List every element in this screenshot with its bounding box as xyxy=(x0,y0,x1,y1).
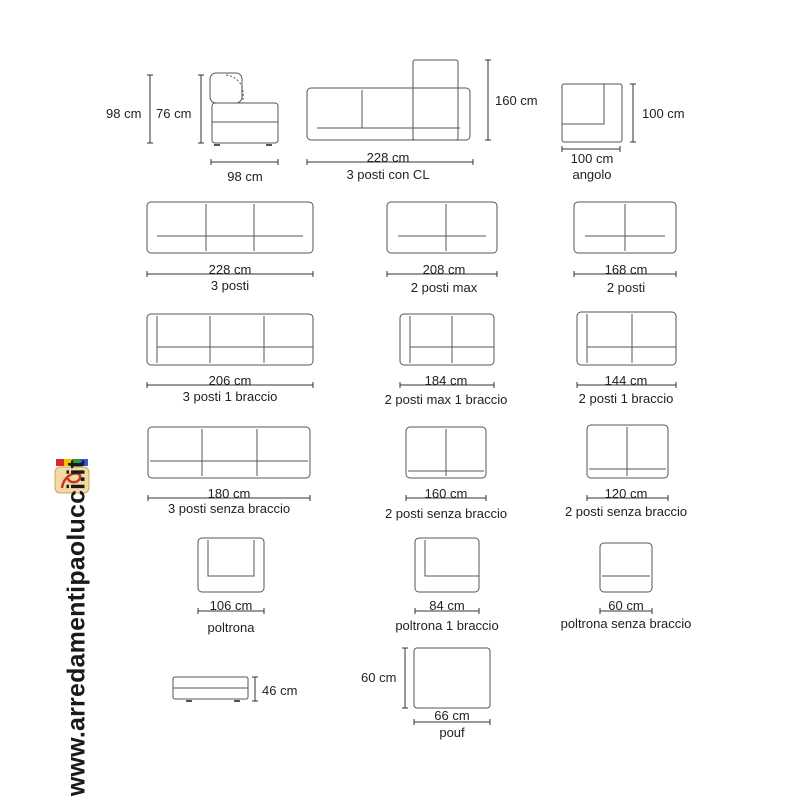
dim-width-3-posti: 228 cm xyxy=(208,262,252,277)
name-angolo: angolo xyxy=(572,167,612,182)
dim-width-3-posti-1-braccio: 206 cm xyxy=(208,373,252,388)
dim-height-pouf-side: 46 cm xyxy=(262,683,298,698)
name-2-posti-max: 2 posti max xyxy=(410,280,478,295)
dim-width-2-posti-max-1-braccio: 184 cm xyxy=(424,373,468,388)
dim-width-2-posti-1-braccio: 144 cm xyxy=(604,373,648,388)
name-3-posti-senza-braccio: 3 posti senza braccio xyxy=(167,501,291,516)
name-pouf: pouf xyxy=(439,725,465,740)
armchair-poltrona-1-braccio xyxy=(414,537,480,593)
sofa-2-posti-senza-braccio-120 xyxy=(586,424,669,479)
name-poltrona: poltrona xyxy=(207,620,255,635)
dim-width-2-posti-senza-braccio-160: 160 cm xyxy=(424,486,468,501)
website-watermark: www.arredamentipaolucci.it xyxy=(56,455,96,800)
sofa-3-posti xyxy=(146,201,314,254)
dim-width-angolo: 100 cm xyxy=(570,151,614,166)
name-3-posti-1-braccio: 3 posti 1 braccio xyxy=(182,389,278,404)
sofa-2-posti-max xyxy=(386,201,498,254)
dim-width-2-posti: 168 cm xyxy=(604,262,648,277)
name-2-posti-senza-braccio-160: 2 posti senza braccio xyxy=(384,506,508,521)
name-poltrona-1-braccio: poltrona 1 braccio xyxy=(395,618,499,633)
pouf-top-view xyxy=(413,647,491,709)
dim-width-poltrona-1-braccio: 84 cm xyxy=(429,598,465,613)
pouf-side-view xyxy=(172,676,249,702)
dim-height-total: 98 cm xyxy=(106,106,142,121)
brand-logo-icon xyxy=(54,459,90,494)
armchair-poltrona-senza-braccio xyxy=(599,542,653,593)
dim-height-3-posti-con-cl: 160 cm xyxy=(495,93,538,108)
chaise-side-view xyxy=(209,72,279,146)
dim-depth: 98 cm xyxy=(227,169,263,184)
sofa-3-posti-senza-braccio xyxy=(147,426,311,479)
sofa-3-posti-1-braccio xyxy=(146,313,314,366)
dim-depth-angolo: 100 cm xyxy=(642,106,685,121)
dim-width-2-posti-max: 208 cm xyxy=(422,262,466,277)
armchair-poltrona xyxy=(197,537,265,593)
dimension-lines xyxy=(146,59,677,725)
dim-width-3-posti-senza-braccio: 180 cm xyxy=(207,486,251,501)
name-3-posti: 3 posti xyxy=(210,278,250,293)
sofa-2-posti-max-1-braccio xyxy=(399,313,495,366)
sofa-2-posti xyxy=(573,201,677,254)
name-2-posti-max-1-braccio: 2 posti max 1 braccio xyxy=(384,392,508,407)
dim-width-poltrona-senza-braccio: 60 cm xyxy=(608,598,644,613)
dim-seat-height: 76 cm xyxy=(156,106,192,121)
sofa-2-posti-senza-braccio-160 xyxy=(405,426,487,479)
name-2-posti: 2 posti xyxy=(606,280,646,295)
dim-width-2-posti-senza-braccio-120: 120 cm xyxy=(604,486,648,501)
dim-depth-pouf: 60 cm xyxy=(361,670,397,685)
sofa-2-posti-1-braccio xyxy=(576,311,677,366)
dim-width-pouf: 66 cm xyxy=(434,708,470,723)
sofa-3-posti-con-cl xyxy=(306,59,471,141)
dim-width-3-posti-con-cl: 228 cm xyxy=(366,150,410,165)
sofa-angolo xyxy=(561,83,623,143)
name-poltrona-senza-braccio: poltrona senza braccio xyxy=(560,616,692,631)
name-2-posti-1-braccio: 2 posti 1 braccio xyxy=(578,391,674,406)
name-2-posti-senza-braccio-120: 2 posti senza braccio xyxy=(564,504,688,519)
name-3-posti-con-cl: 3 posti con CL xyxy=(346,167,430,182)
website-watermark-text: www.arredamentipaolucci.it xyxy=(62,459,91,797)
dim-width-poltrona: 106 cm xyxy=(209,598,253,613)
